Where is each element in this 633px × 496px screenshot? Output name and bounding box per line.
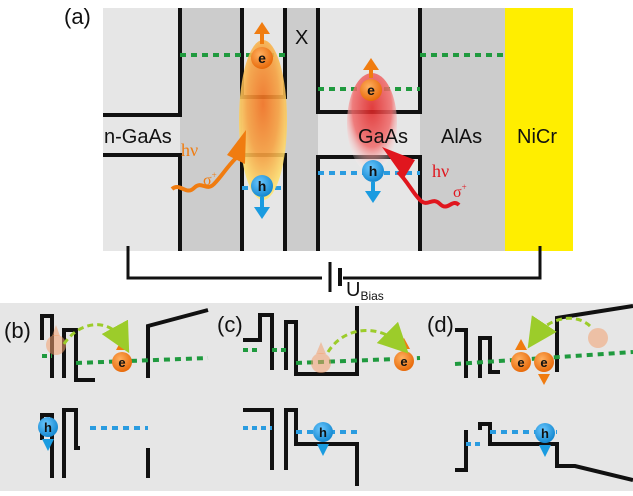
bias-circuit-wire [126,246,542,280]
tunnel-arrow-c [326,321,409,354]
hole-left-label: h [258,178,267,194]
barrier-alas [420,8,505,251]
svg-text:h: h [319,425,327,440]
exciton-cloud-left [239,40,287,200]
barrier-x-label: X [295,27,308,49]
conduction-band-left [103,8,182,117]
tunnel-arrow-d [527,315,592,349]
photon-orange-label: hν [181,140,198,160]
svg-text:h: h [541,426,549,441]
barrier-x [285,8,318,251]
panel-a: e e h h hν σ+ [64,4,573,303]
polarization-orange: σ+ [203,170,217,189]
electron-center-label: e [367,82,375,98]
nicr-contact [505,8,573,251]
n-gaas-label: n-GaAs [104,126,172,148]
valence-band-left [103,153,182,251]
bottom-panels-background [0,303,633,491]
electron-left-label: e [258,50,266,66]
electron-center: e [360,58,382,101]
photon-red-label: hν [432,161,449,181]
electron-left: e [251,22,273,69]
panel-b-label: (b) [4,318,31,343]
hole-center: h [362,160,384,203]
svg-text:e: e [540,355,547,370]
svg-text:e: e [517,355,524,370]
panel-b: (b) e h [4,308,209,478]
tunnel-arrow-b [62,319,130,354]
polarization-red: σ+ [453,182,467,201]
bias-label: UBias [346,279,384,303]
photon-red: hν σ+ [382,147,467,209]
svg-text:e: e [118,355,125,370]
panel-a-label: (a) [64,4,91,29]
barrier-left [180,8,242,251]
panel-c-label: (c) [217,312,243,337]
hole-left: h [251,175,273,219]
panel-d-label: (d) [427,312,454,337]
svg-text:e: e [400,354,407,369]
nicr-label: NiCr [517,126,557,148]
alas-label: AlAs [441,126,482,148]
photon-orange: hν σ+ [170,130,246,193]
svg-text:h: h [44,420,52,435]
panel-d: (d) e e h [427,304,633,482]
panel-c: (c) e h [217,306,421,486]
hole-center-label: h [369,163,378,179]
gaas-label: GaAs [358,126,408,148]
